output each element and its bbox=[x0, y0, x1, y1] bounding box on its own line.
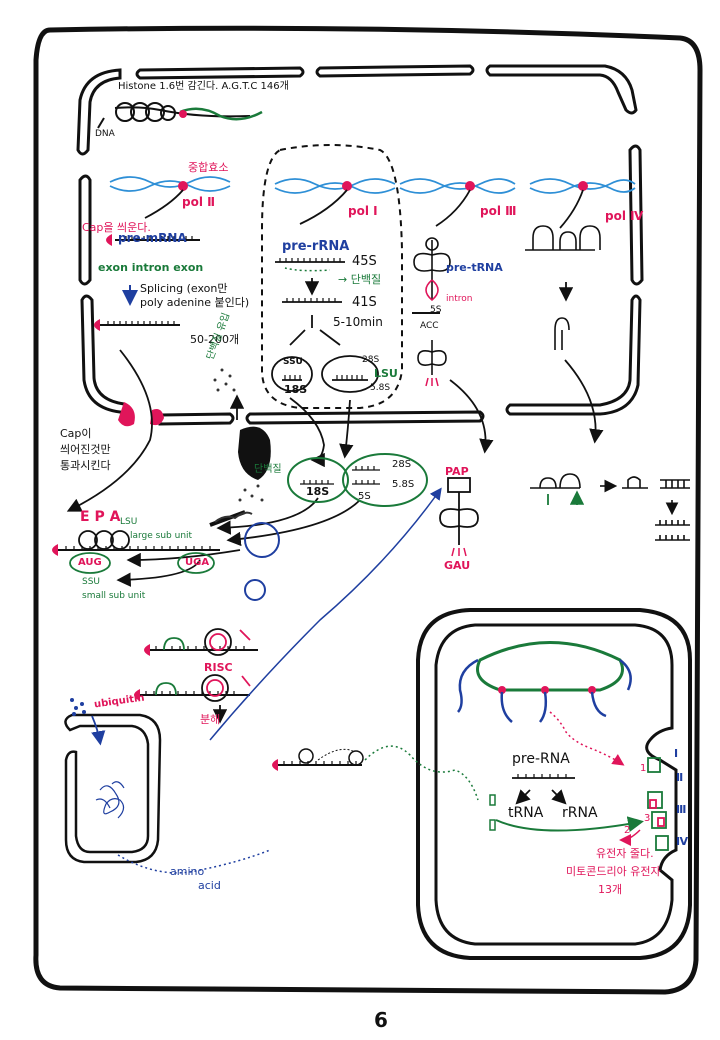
cyto-58s-label: 5.8S bbox=[392, 479, 415, 490]
dna-helix bbox=[109, 176, 636, 194]
mito-num-1: 1 bbox=[640, 763, 647, 774]
charged-trna bbox=[439, 477, 479, 545]
58s-label: 5.8S bbox=[370, 383, 391, 393]
complex-4-label: Ⅳ bbox=[676, 835, 689, 848]
mito-num-2: 2 bbox=[624, 825, 631, 836]
pore-note-3: 통과시킨다 bbox=[60, 459, 111, 472]
polya-note: poly adenine 붙인다) bbox=[140, 296, 250, 309]
amino-acid-label-1: amino bbox=[170, 865, 205, 878]
histone-note: Histone 1.6번 감긴다. A.G.T.C 146개 bbox=[118, 81, 289, 92]
pre-mrna-label: pre-mRNA bbox=[118, 231, 187, 245]
cap-note: Cap을 씌운다. bbox=[82, 221, 151, 234]
mito-note-3: 13개 bbox=[598, 883, 623, 896]
lsu-translation-label: LSU bbox=[120, 517, 138, 527]
nuclear-envelope bbox=[76, 64, 644, 426]
ssu-label: SSU bbox=[283, 357, 303, 367]
time-label: 5-10min bbox=[333, 315, 383, 329]
released-protein bbox=[214, 511, 253, 523]
sirna-processing bbox=[530, 473, 690, 541]
anticodon-label: GAU bbox=[444, 559, 471, 572]
pol4-label: pol Ⅳ bbox=[605, 209, 644, 223]
epa-sites-label: E P A bbox=[80, 509, 121, 525]
risc-label: RISC bbox=[204, 661, 233, 674]
trna-cloverleaf bbox=[413, 237, 451, 302]
page-number: 6 bbox=[374, 1008, 388, 1032]
amino-acid-delivery bbox=[209, 487, 442, 741]
pore-note-1: Cap이 bbox=[60, 427, 92, 440]
proteasome bbox=[64, 713, 162, 864]
41s-label: 41S bbox=[352, 295, 377, 310]
pore-transport-blob bbox=[238, 426, 271, 480]
polya-length: 50-200개 bbox=[190, 333, 240, 346]
aug-codon: AUG bbox=[78, 557, 102, 568]
pol2-label: pol Ⅱ bbox=[182, 195, 216, 209]
18s-label: 18S bbox=[284, 383, 308, 396]
degrade-label: 분해 bbox=[200, 713, 221, 726]
protein-arrow-label: → 단백질 bbox=[338, 273, 382, 286]
mrna-cap bbox=[106, 234, 112, 246]
mito-dna-circle bbox=[476, 641, 624, 692]
mito-rrna-label: rRNA bbox=[562, 805, 598, 821]
polymerase-binding-label: 중합효소 bbox=[188, 161, 229, 174]
intron-label: intron bbox=[446, 294, 473, 304]
nascent-rna bbox=[144, 181, 588, 229]
amino-acid-path bbox=[117, 849, 271, 874]
5s-label: 5S bbox=[430, 305, 442, 315]
mature-trna bbox=[417, 340, 447, 375]
pre-rrna-label: pre-rRNA bbox=[282, 239, 350, 254]
cytoplasm-protein-label: 단백질 bbox=[254, 464, 282, 475]
mito-num-3: 3 bbox=[644, 813, 651, 824]
28s-label: 28S bbox=[362, 355, 380, 365]
complex-3-label: Ⅲ bbox=[676, 803, 687, 816]
splicing-note: Splicing (exon만 bbox=[140, 282, 228, 295]
dna-label: DNA bbox=[95, 129, 115, 139]
acc-label: ACC bbox=[420, 321, 439, 331]
ribosome-sites bbox=[78, 530, 130, 550]
nuclear-pore bbox=[118, 402, 135, 427]
uga-codon: UGA bbox=[185, 557, 210, 568]
export-arrows bbox=[66, 349, 604, 587]
nucleolus-boundary bbox=[261, 144, 403, 409]
histone-dna-strand bbox=[97, 102, 263, 129]
cyto-28s-label: 28S bbox=[392, 459, 412, 470]
mitochondrion-outer bbox=[416, 608, 692, 960]
mito-pre-rna-label: pre-RNA bbox=[512, 751, 570, 767]
cytoplasm-ribosome-subunits bbox=[287, 453, 428, 507]
mitochondrion-inner bbox=[434, 623, 678, 946]
pol3-label: pol Ⅲ bbox=[480, 204, 517, 218]
pore-note-2: 씌어진것만 bbox=[60, 443, 111, 456]
mito-rna-processing bbox=[512, 777, 575, 805]
large-subunit-label: large sub unit bbox=[130, 531, 193, 541]
cyto-18s-label: 18S bbox=[306, 485, 330, 498]
small-subunit-label: small sub unit bbox=[82, 591, 146, 601]
lsu-label: LSU bbox=[374, 367, 398, 380]
complex-2-label: Ⅱ bbox=[676, 771, 684, 784]
pol1-label: pol Ⅰ bbox=[348, 204, 378, 218]
exon-intron-label: exon intron exon bbox=[98, 261, 204, 274]
45s-label: 45S bbox=[352, 254, 377, 269]
respiratory-complexes bbox=[647, 757, 669, 851]
ssu-translation-label: SSU bbox=[82, 577, 101, 587]
amino-acid-label-2: acid bbox=[198, 879, 221, 892]
cyto-5s-label: 5S bbox=[358, 491, 371, 502]
cell-membrane bbox=[33, 25, 703, 995]
ubiquitin-protein bbox=[95, 781, 125, 819]
complex-1-label: Ⅰ bbox=[674, 747, 679, 760]
pre-trna-label: pre-tRNA bbox=[446, 261, 503, 274]
mito-note-1: 유전자 줄다. bbox=[596, 847, 654, 860]
mito-trna-label: tRNA bbox=[508, 805, 544, 821]
mito-note-2: 미토콘드리아 유전자 bbox=[566, 865, 661, 878]
trna-top-label: PAP bbox=[445, 465, 469, 478]
pol4-rna-hairpins bbox=[525, 225, 601, 350]
